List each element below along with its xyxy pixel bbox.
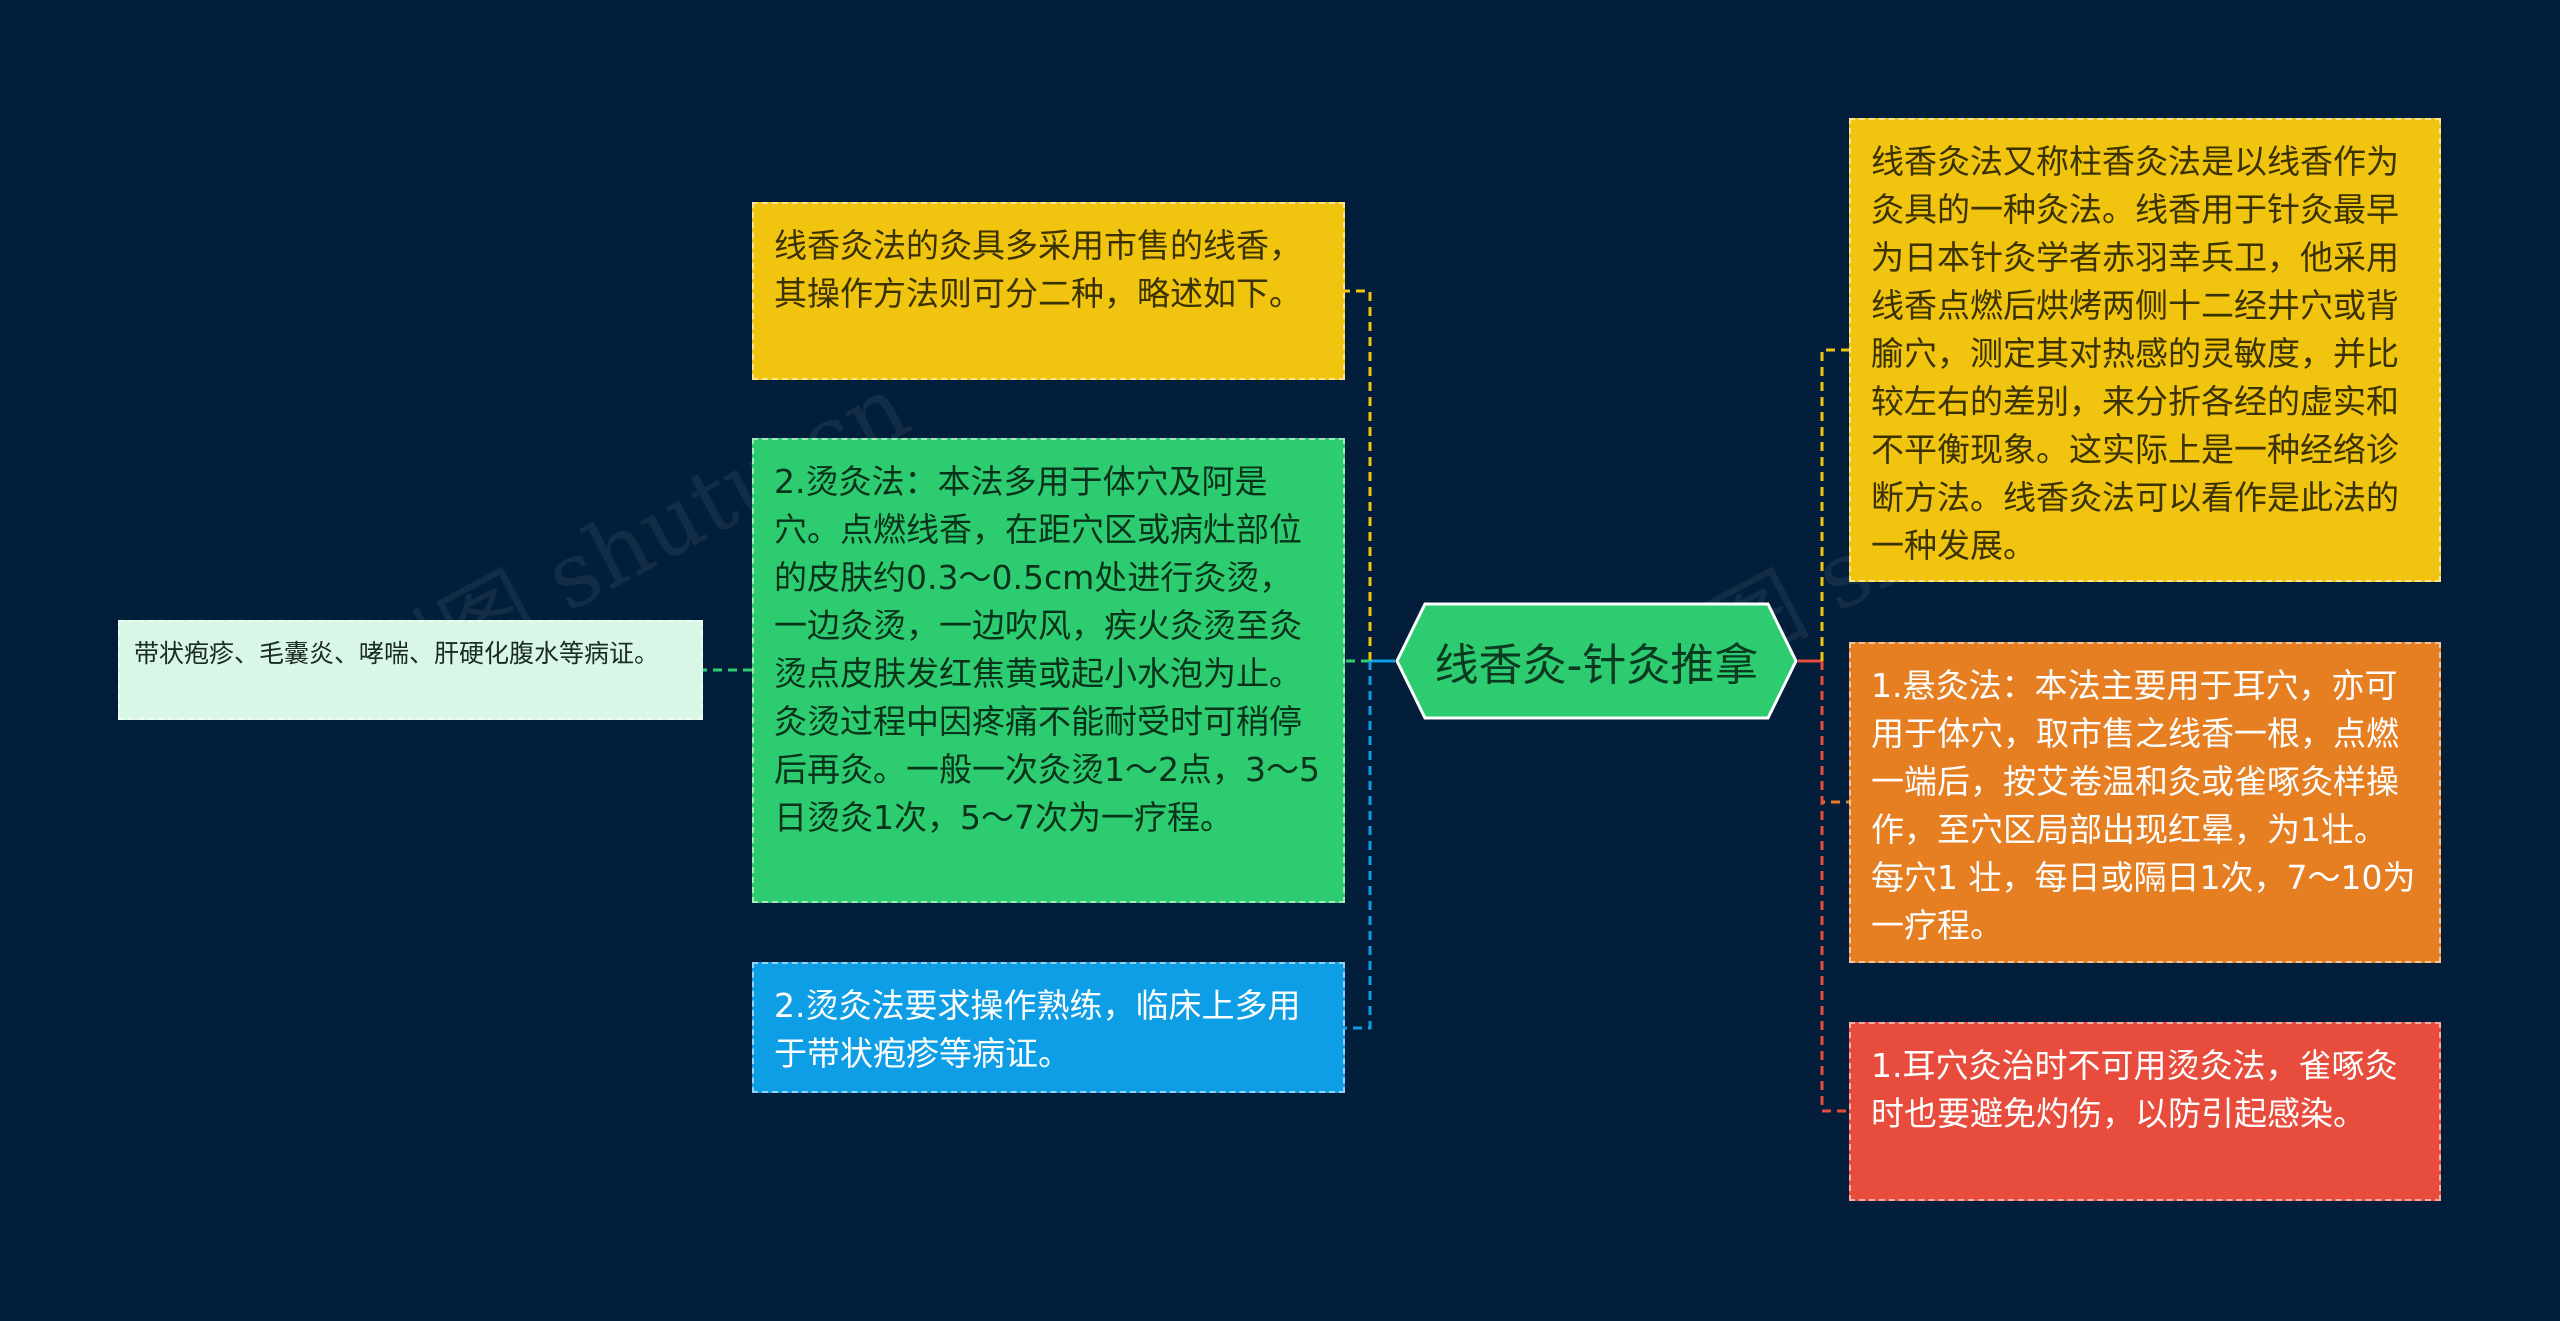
right-branch-node-caution[interactable]: 1.耳穴灸治时不可用烫灸法，雀啄灸时也要避免灼伤，以防引起感染。 xyxy=(1849,1022,2441,1201)
far-left-node-indications[interactable]: 带状疱疹、毛囊炎、哮喘、肝硬化腹水等病证。 xyxy=(118,620,703,720)
connector-right-yellow xyxy=(1820,348,1849,661)
left-branch-node-intro[interactable]: 线香灸法的灸具多采用市售的线香，其操作方法则可分二种，略述如下。 xyxy=(752,202,1345,380)
right-branch-node-definition[interactable]: 线香灸法又称柱香灸法是以线香作为灸具的一种灸法。线香用于针灸最早为日本针灸学者赤… xyxy=(1849,118,2441,582)
left-branch-node-burn-requirements[interactable]: 2.烫灸法要求操作熟练，临床上多用于带状疱疹等病证。 xyxy=(752,962,1345,1093)
left-branch-node-burn-method[interactable]: 2.烫灸法：本法多用于体穴及阿是穴。点燃线香，在距穴区或病灶部位的皮肤约0.3～… xyxy=(752,438,1345,903)
left-branch-text: 2.烫灸法：本法多用于体穴及阿是穴。点燃线香，在距穴区或病灶部位的皮肤约0.3～… xyxy=(774,462,1331,837)
center-topic-node[interactable]: 线香灸-针灸推拿 xyxy=(1395,602,1798,720)
center-topic-label: 线香灸-针灸推拿 xyxy=(1434,640,1759,691)
connector-right-orange xyxy=(1820,661,1849,804)
connector-left-yellow xyxy=(1345,289,1372,661)
right-branch-node-suspended-method[interactable]: 1.悬灸法：本法主要用于耳穴，亦可用于体穴，取市售之线香一根，点燃一端后，按艾卷… xyxy=(1849,642,2441,963)
left-branch-text: 2.烫灸法要求操作熟练，临床上多用于带状疱疹等病证。 xyxy=(774,986,1301,1073)
right-branch-text: 1.耳穴灸治时不可用烫灸法，雀啄灸时也要避免灼伤，以防引起感染。 xyxy=(1871,1046,2398,1133)
center-topic-shape xyxy=(1395,602,1798,720)
left-branch-text: 线香灸法的灸具多采用市售的线香，其操作方法则可分二种，略述如下。 xyxy=(774,226,1302,313)
far-left-text: 带状疱疹、毛囊炎、哮喘、肝硬化腹水等病证。 xyxy=(134,639,660,668)
right-branch-text: 线香灸法又称柱香灸法是以线香作为灸具的一种灸法。线香用于针灸最早为日本针灸学者赤… xyxy=(1871,142,2399,565)
connector-right-red xyxy=(1820,661,1849,1113)
right-branch-text: 1.悬灸法：本法主要用于耳穴，亦可用于体穴，取市售之线香一根，点燃一端后，按艾卷… xyxy=(1871,666,2416,945)
connector-left-blue xyxy=(1345,661,1372,1030)
